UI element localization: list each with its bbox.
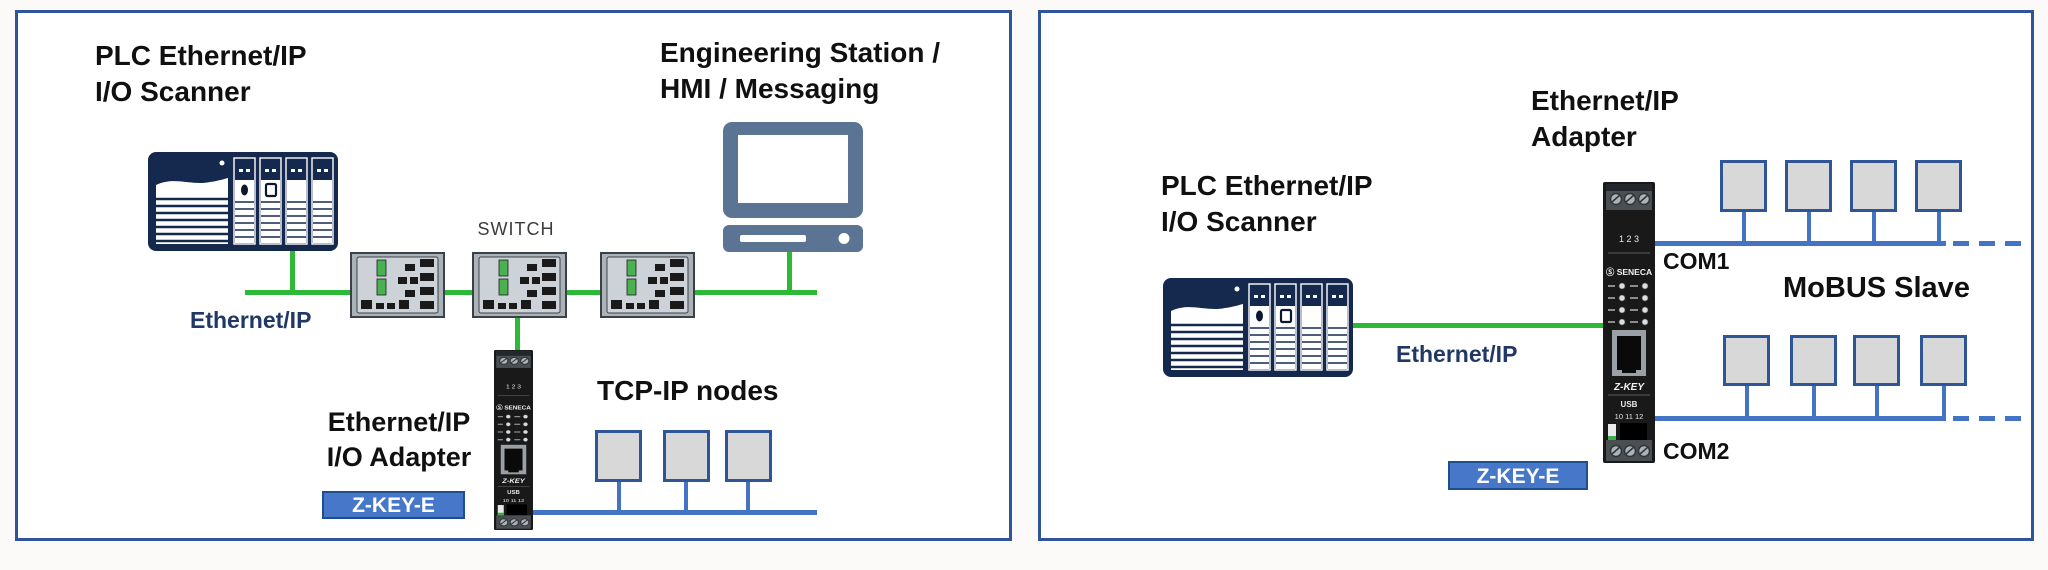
network-switch-icon [600,252,695,318]
tcp-node [595,430,642,482]
network-switch-icon [472,252,567,318]
zkey-e-badge: Z-KEY-E [322,491,465,519]
ethernet-green-lines [1353,323,1603,328]
zkey-gateway-device-icon [494,350,533,530]
com2-label: COM2 [1663,438,1730,464]
zkey-gateway-device-icon [1603,182,1655,463]
modbus-slave-node [1723,335,1770,386]
engineering-station-title: Engineering Station /HMI / Messaging [660,37,941,104]
modbus-slave-title: MoBUS Slave [1783,272,1970,304]
tcp-bus-lines [520,480,817,515]
modbus-slave-node [1920,335,1967,386]
modbus-slave-node [1790,335,1837,386]
modbus-slave-node [1785,160,1832,212]
zkey-e-badge: Z-KEY-E [1448,461,1588,490]
ethernet-ip-label: Ethernet/IP [1396,341,1518,367]
tcp-node [725,430,772,482]
com1-label: COM1 [1663,248,1730,274]
tcp-node [663,430,710,482]
modbus-slave-node [1720,160,1767,212]
network-switch-icon [350,252,445,318]
ethernet-ip-label: Ethernet/IP [190,307,312,333]
modbus-bus-lines [1655,210,1946,421]
switch-label: SWITCH [477,219,555,239]
plc-rack-icon [148,152,338,251]
modbus-slave-node [1853,335,1900,386]
modbus-slave-node [1850,160,1897,212]
desktop-computer-icon [723,122,863,252]
modbus-slave-node [1915,160,1962,212]
tcp-ip-nodes-title: TCP-IP nodes [597,375,779,406]
plc-rack-icon [1163,278,1353,377]
